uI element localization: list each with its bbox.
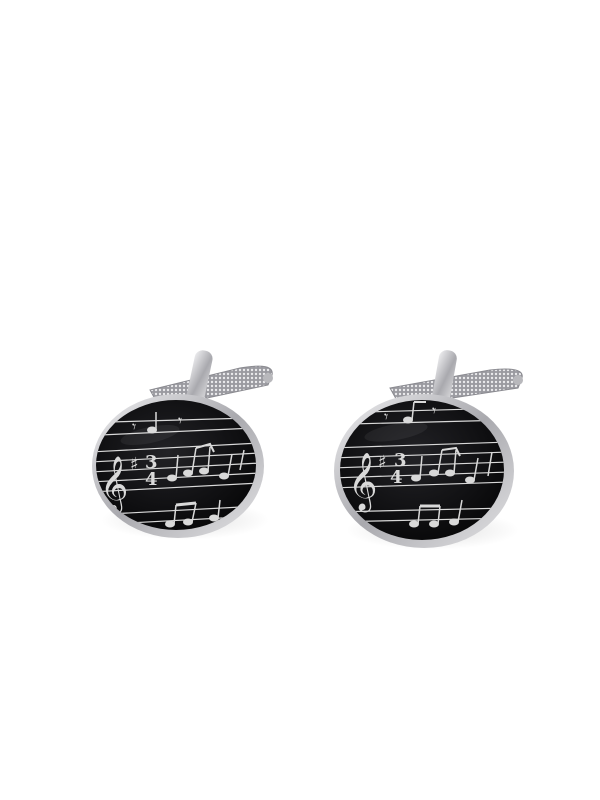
treble-clef-icon: 𝄞 (348, 452, 378, 513)
svg-text:𝄾: 𝄾 (132, 417, 136, 436)
left-cufflink: 𝄞 ♯ 3 4 𝄾 𝄾 (90, 340, 280, 540)
treble-clef-icon: 𝄞 (100, 456, 128, 514)
svg-text:𝄾: 𝄾 (384, 407, 388, 426)
right-cufflink: 𝄞 ♯ 3 4 𝄾 𝄾 (330, 340, 530, 550)
svg-text:𝄾: 𝄾 (178, 411, 182, 430)
right-cufflink-graphic: 𝄞 ♯ 3 4 𝄾 𝄾 (334, 350, 523, 548)
svg-text:3: 3 (394, 450, 407, 471)
svg-text:4: 4 (145, 469, 158, 490)
svg-text:4: 4 (390, 467, 403, 488)
svg-text:3: 3 (145, 452, 158, 473)
left-cufflink-graphic: 𝄞 ♯ 3 4 𝄾 𝄾 (92, 350, 273, 538)
svg-text:𝄾: 𝄾 (432, 401, 436, 420)
svg-text:♯: ♯ (378, 452, 387, 473)
svg-text:♯: ♯ (130, 454, 139, 475)
